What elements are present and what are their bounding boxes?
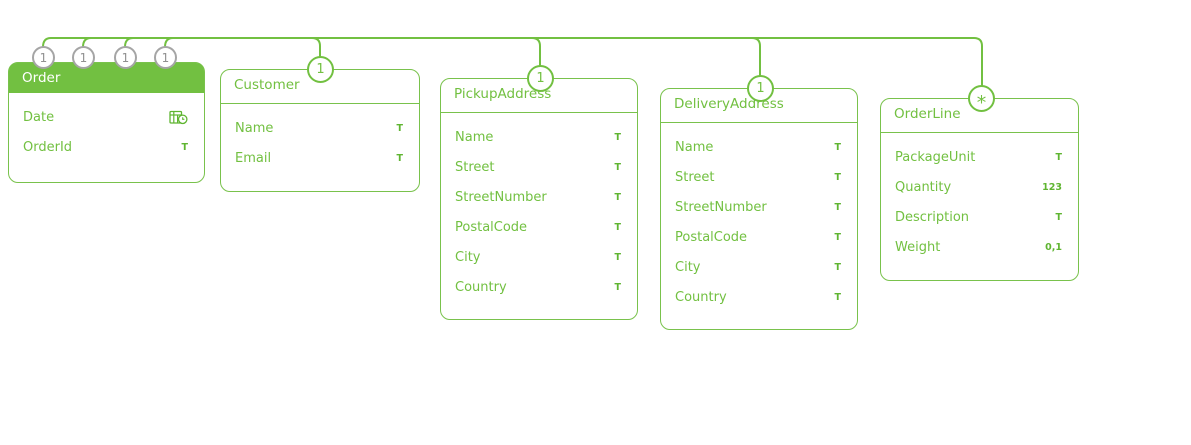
field-row-pickupaddress-city[interactable]: City T xyxy=(441,242,637,272)
text-type-icon: T xyxy=(834,141,841,153)
field-name: Quantity xyxy=(895,179,952,195)
field-row-deliveryaddress-country[interactable]: Country T xyxy=(661,282,857,312)
source-multiplicity-badge-pickupaddress[interactable]: 1 xyxy=(72,46,95,69)
text-type-icon: T xyxy=(834,231,841,243)
decimal-type-icon: 0,1 xyxy=(1045,241,1062,253)
field-name: StreetNumber xyxy=(455,189,547,205)
field-row-pickupaddress-street[interactable]: Street T xyxy=(441,152,637,182)
source-multiplicity-badge-orderline[interactable]: 1 xyxy=(154,46,177,69)
text-type-icon: T xyxy=(396,122,403,134)
entity-card-order[interactable]: Order Date OrderId T xyxy=(8,62,205,183)
datetime-icon xyxy=(169,110,188,125)
entity-card-customer[interactable]: Customer Name T Email T xyxy=(220,69,420,192)
entity-card-deliveryaddress[interactable]: DeliveryAddress Name T Street T StreetNu… xyxy=(660,88,858,330)
field-name: PackageUnit xyxy=(895,149,976,165)
field-row-pickupaddress-postalcode[interactable]: PostalCode T xyxy=(441,212,637,242)
field-row-pickupaddress-country[interactable]: Country T xyxy=(441,272,637,302)
text-type-icon: T xyxy=(614,281,621,293)
field-name: PostalCode xyxy=(675,229,748,245)
field-name: StreetNumber xyxy=(675,199,767,215)
field-name: PostalCode xyxy=(455,219,528,235)
text-type-icon: T xyxy=(834,171,841,183)
entity-card-pickupaddress[interactable]: PickupAddress Name T Street T StreetNumb… xyxy=(440,78,638,320)
text-type-icon: T xyxy=(614,251,621,263)
field-name: Name xyxy=(675,139,714,155)
field-name: Street xyxy=(675,169,715,185)
field-row-deliveryaddress-streetnumber[interactable]: StreetNumber T xyxy=(661,192,857,222)
text-type-icon: T xyxy=(614,161,621,173)
entity-title-customer[interactable]: Customer xyxy=(221,70,419,104)
text-type-icon: T xyxy=(396,152,403,164)
text-type-icon: T xyxy=(181,141,188,153)
field-row-deliveryaddress-name[interactable]: Name T xyxy=(661,132,857,162)
field-name: City xyxy=(675,259,701,275)
target-multiplicity-badge-pickupaddress[interactable]: 1 xyxy=(527,65,554,92)
connector-order-orderline[interactable] xyxy=(164,37,983,86)
field-row-orderline-quantity[interactable]: Quantity 123 xyxy=(881,172,1078,202)
field-name: Street xyxy=(455,159,495,175)
text-type-icon: T xyxy=(614,191,621,203)
field-row-orderline-description[interactable]: Description T xyxy=(881,202,1078,232)
text-type-icon: T xyxy=(1055,211,1062,223)
field-row-pickupaddress-streetnumber[interactable]: StreetNumber T xyxy=(441,182,637,212)
field-row-orderline-weight[interactable]: Weight 0,1 xyxy=(881,232,1078,262)
field-name: Name xyxy=(455,129,494,145)
entity-title-orderline[interactable]: OrderLine xyxy=(881,99,1078,133)
field-name: Name xyxy=(235,120,274,136)
field-row-customer-email[interactable]: Email T xyxy=(221,143,419,173)
field-name: Country xyxy=(675,289,727,305)
field-row-deliveryaddress-city[interactable]: City T xyxy=(661,252,857,282)
field-name: Description xyxy=(895,209,970,225)
field-row-order-date[interactable]: Date xyxy=(9,102,204,132)
target-multiplicity-badge-orderline[interactable]: * xyxy=(968,85,995,114)
field-name: Email xyxy=(235,150,272,166)
target-multiplicity-badge-deliveryaddress[interactable]: 1 xyxy=(747,75,774,102)
text-type-icon: T xyxy=(834,261,841,273)
connector-order-deliveryaddress[interactable] xyxy=(124,37,761,76)
field-name: City xyxy=(455,249,481,265)
field-row-deliveryaddress-street[interactable]: Street T xyxy=(661,162,857,192)
text-type-icon: T xyxy=(1055,151,1062,163)
field-name: Weight xyxy=(895,239,941,255)
field-row-customer-name[interactable]: Name T xyxy=(221,113,419,143)
target-multiplicity-badge-customer[interactable]: 1 xyxy=(307,56,334,83)
entity-title-pickupaddress[interactable]: PickupAddress xyxy=(441,79,637,113)
source-multiplicity-badge-customer[interactable]: 1 xyxy=(32,46,55,69)
field-row-order-orderid[interactable]: OrderId T xyxy=(9,132,204,162)
field-name: Date xyxy=(23,109,55,125)
text-type-icon: T xyxy=(834,291,841,303)
text-type-icon: T xyxy=(834,201,841,213)
field-row-deliveryaddress-postalcode[interactable]: PostalCode T xyxy=(661,222,857,252)
source-multiplicity-badge-deliveryaddress[interactable]: 1 xyxy=(114,46,137,69)
text-type-icon: T xyxy=(614,221,621,233)
field-row-orderline-packageunit[interactable]: PackageUnit T xyxy=(881,142,1078,172)
field-name: OrderId xyxy=(23,139,73,155)
entity-card-orderline[interactable]: OrderLine PackageUnit T Quantity 123 Des… xyxy=(880,98,1079,281)
text-type-icon: T xyxy=(614,131,621,143)
field-name: Country xyxy=(455,279,507,295)
integer-type-icon: 123 xyxy=(1042,181,1062,193)
field-row-pickupaddress-name[interactable]: Name T xyxy=(441,122,637,152)
